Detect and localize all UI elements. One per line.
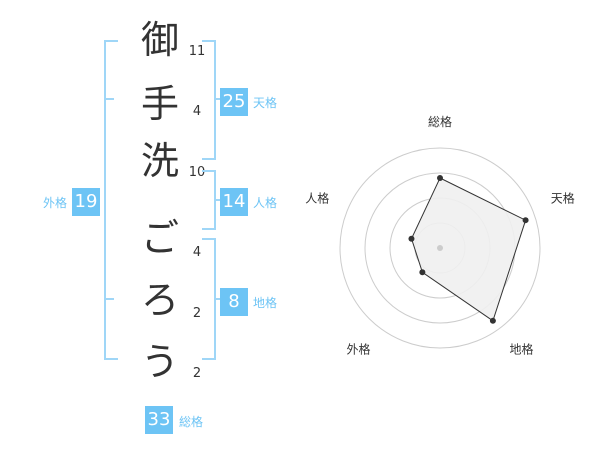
- radar-axis-label: 総格: [428, 114, 452, 129]
- radar-data-point: [408, 235, 415, 242]
- bracket-tick: [216, 298, 222, 300]
- gaikaku-badge: 19: [72, 188, 100, 216]
- name-char-4: ご: [140, 216, 179, 260]
- stroke-count-5: 2: [192, 306, 202, 321]
- stroke-count-2: 4: [192, 104, 202, 119]
- tenkaku-badge: 25: [220, 88, 248, 116]
- bracket-tick: [216, 199, 222, 201]
- radar-data-point: [522, 217, 529, 224]
- jinkaku-bracket: [202, 170, 216, 230]
- radar-data-point: [437, 175, 443, 181]
- name-char-2: 手: [140, 82, 179, 126]
- stroke-count-1: 11: [188, 44, 206, 59]
- tenkaku-label: 天格: [253, 96, 278, 110]
- radar-axis-label: 地格: [509, 341, 533, 356]
- chikaku-badge: 8: [220, 288, 248, 316]
- jinkaku-badge: 14: [220, 188, 248, 216]
- jinkaku-label: 人格: [253, 196, 278, 210]
- bracket-tick: [104, 98, 114, 100]
- chikaku-label: 地格: [253, 296, 278, 310]
- name-char-3: 洗: [140, 139, 179, 183]
- stroke-count-4: 4: [192, 245, 202, 260]
- soukaku-badge: 33: [145, 406, 173, 434]
- radar-axis-label: 天格: [551, 191, 575, 206]
- radar-grid-ring: [339, 147, 541, 349]
- bracket-tick: [104, 298, 114, 300]
- radar-data-point: [419, 269, 426, 276]
- gaikaku-bracket: [104, 40, 118, 360]
- tenkaku-bracket: [202, 40, 216, 160]
- radar-axis-label: 外格: [347, 341, 371, 356]
- radar-center-point: [437, 245, 443, 251]
- radar-axis-label: 人格: [305, 191, 329, 206]
- name-char-6: う: [140, 340, 179, 384]
- stroke-count-6: 2: [192, 366, 202, 381]
- bracket-tick: [216, 98, 222, 100]
- stroke-count-3: 10: [188, 165, 206, 180]
- radar-data-point: [489, 317, 496, 324]
- soukaku-label: 総格: [179, 415, 204, 429]
- chikaku-bracket: [202, 238, 216, 360]
- radar-series-area: [410, 177, 527, 322]
- name-char-5: ろ: [140, 278, 179, 322]
- name-char-1: 御: [140, 18, 179, 62]
- gaikaku-label: 外格: [42, 196, 67, 210]
